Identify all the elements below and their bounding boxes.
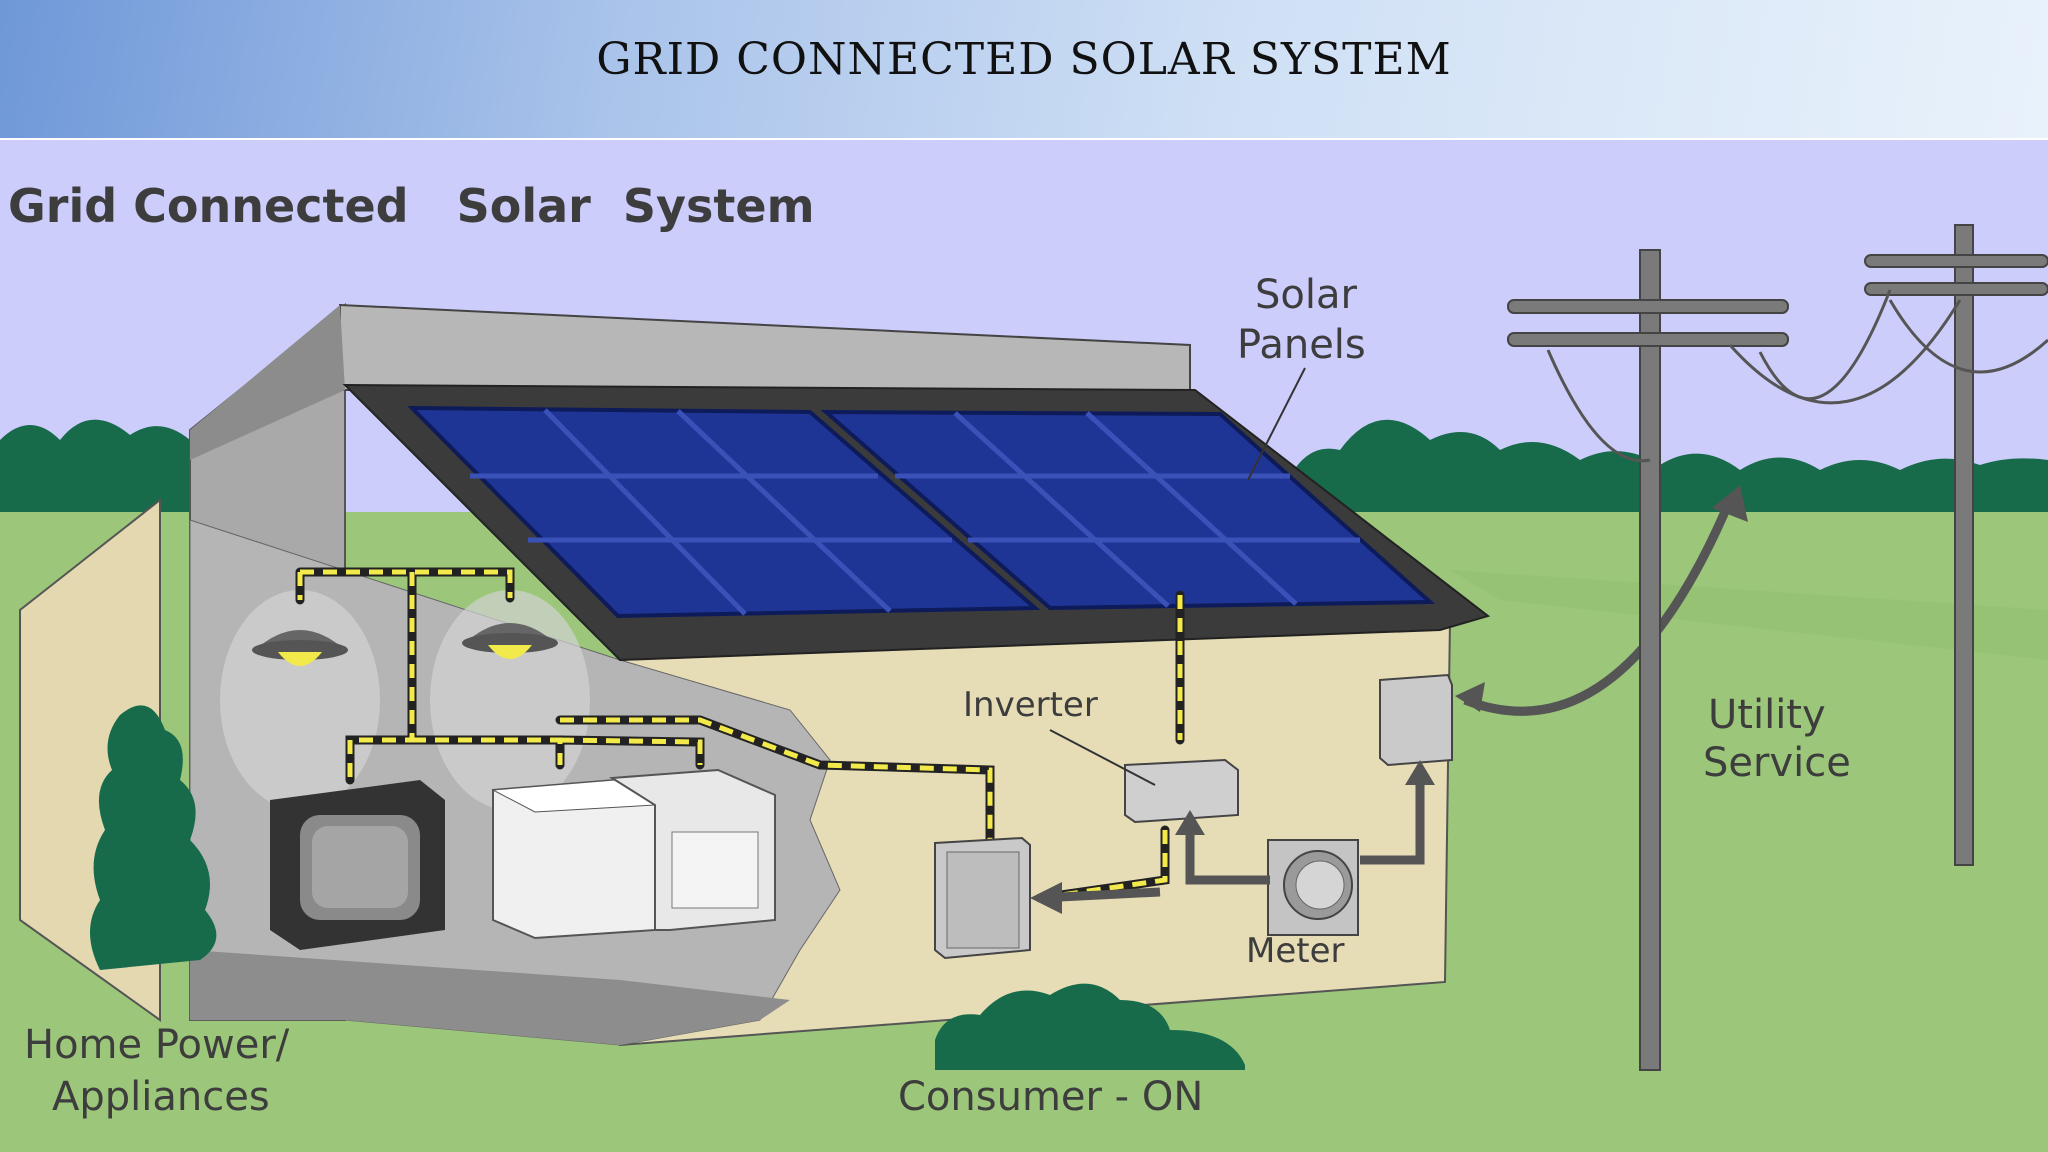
solar-panel-array-left — [407, 405, 1041, 619]
utility-pole-near — [1507, 249, 1789, 1071]
shrub-front — [935, 983, 1245, 1070]
power-lines — [1546, 289, 2048, 463]
label-solar-panels-1: Solar — [1255, 272, 1357, 318]
label-solar-panels-2: Panels — [1237, 322, 1366, 368]
tree-line — [0, 419, 190, 520]
inverter-box — [1124, 758, 1239, 824]
solar-system-diagram: Grid Connected Solar System Solar Panels… — [0, 140, 2048, 1152]
label-utility-1: Utility — [1708, 692, 1826, 738]
diagram-heading: Grid Connected Solar System — [8, 179, 815, 233]
ceiling-lamp-right — [462, 623, 558, 659]
label-consumer: Consumer - ON — [898, 1074, 1203, 1120]
label-home-2: Appliances — [52, 1074, 270, 1120]
arrow-head-panel — [1030, 882, 1062, 914]
label-meter: Meter — [1246, 931, 1345, 971]
utility-pole-far — [1864, 224, 2048, 866]
washer — [491, 778, 657, 940]
television — [270, 780, 445, 950]
shrub-left — [90, 705, 217, 970]
utility-connection-box — [1379, 673, 1453, 767]
tree-line-right — [1280, 419, 2048, 530]
dryer — [608, 768, 776, 931]
ceiling-lamp-left — [252, 630, 348, 666]
power-wiring — [297, 569, 1183, 901]
slide-title: GRID CONNECTED SOLAR SYSTEM — [596, 34, 1452, 85]
solar-panel-array-right — [820, 409, 1436, 611]
breaker-panel — [934, 836, 1031, 960]
label-inverter: Inverter — [963, 685, 1098, 725]
label-utility-2: Service — [1703, 740, 1851, 786]
electric-meter — [1267, 839, 1359, 936]
title-banner — [0, 0, 2048, 140]
label-home-1: Home Power/ — [24, 1022, 290, 1068]
